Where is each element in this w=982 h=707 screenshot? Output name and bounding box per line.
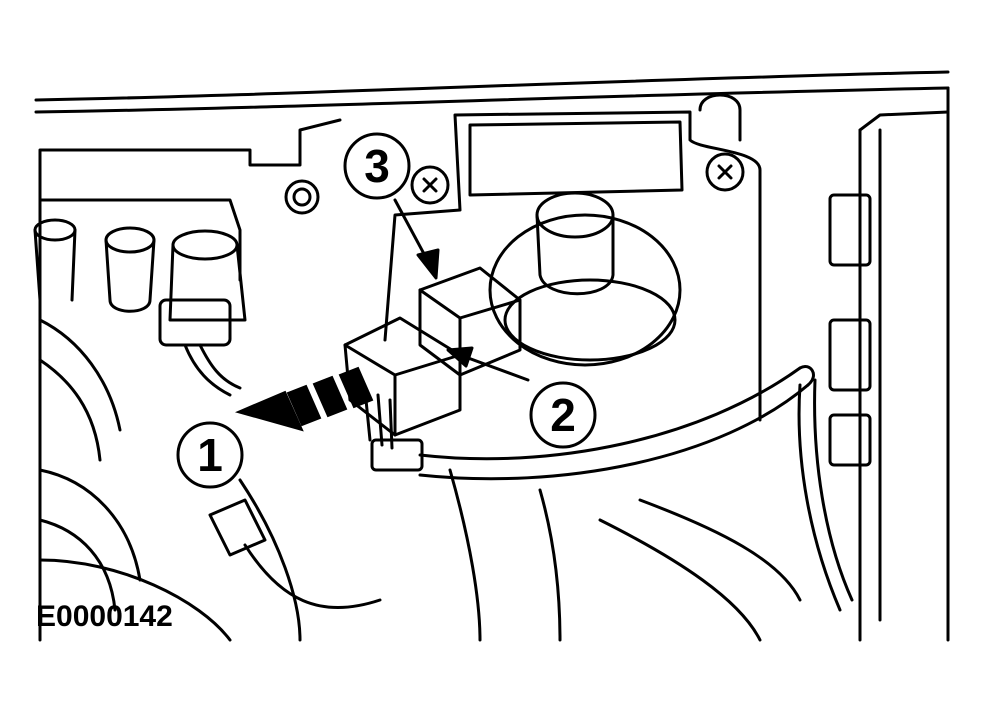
cover-top-edge-inner xyxy=(34,86,950,114)
left-cylinder-body xyxy=(104,238,156,313)
left-cylinder-top xyxy=(104,226,156,254)
left-hose-1 xyxy=(38,318,122,462)
bracket-post xyxy=(698,93,742,142)
far-left-cylinder-body xyxy=(33,228,77,302)
filler-cap-base xyxy=(488,213,682,367)
bolt-right-cross xyxy=(717,164,733,180)
bolt-center-cross xyxy=(422,177,438,193)
lower-body-left xyxy=(238,478,302,642)
hinge-1 xyxy=(828,193,872,267)
left-sensor-wires xyxy=(183,343,242,397)
filler-cap-ring xyxy=(503,278,677,362)
lower-body-right xyxy=(598,498,802,642)
bolt-center xyxy=(410,165,450,205)
callout-3: 3 xyxy=(343,132,411,200)
connector-clip xyxy=(370,438,424,472)
lower-body-mid xyxy=(448,468,562,642)
callout-1: 1 xyxy=(176,421,244,489)
figure-code: E0000142 xyxy=(36,600,173,633)
bolt-right xyxy=(705,152,745,192)
lower-sleeve xyxy=(208,498,267,557)
hinge-2 xyxy=(828,318,872,392)
filler-cap-stem xyxy=(535,213,615,296)
hinge-3 xyxy=(828,413,872,467)
central-bracket xyxy=(383,110,762,422)
bracket-window xyxy=(468,120,684,197)
callout-2: 2 xyxy=(529,381,597,449)
left-sensor-top xyxy=(171,229,239,261)
cover-top-edge xyxy=(34,70,950,102)
left-sensor-body xyxy=(168,243,247,322)
connector-lower-face xyxy=(343,343,462,437)
callout-2-label: 2 xyxy=(550,389,576,441)
connector-upper xyxy=(418,266,522,377)
right-bracket xyxy=(858,110,950,642)
arrow-2-head xyxy=(446,346,474,368)
callout-1-label: 1 xyxy=(197,429,223,481)
left-bottom-pipe xyxy=(38,558,232,642)
bolt-left xyxy=(284,179,320,215)
left-hose-2 xyxy=(38,468,142,612)
wiring-harness xyxy=(418,366,810,481)
arrow-2-leader xyxy=(458,353,530,382)
lower-cable xyxy=(243,543,382,609)
harness-end xyxy=(798,365,815,387)
bolt-left-inner xyxy=(292,187,312,207)
harness-drop xyxy=(797,378,854,612)
left-sensor-plug xyxy=(158,298,232,347)
removal-direction-arrow xyxy=(234,366,374,432)
callout-3-label: 3 xyxy=(364,140,390,192)
left-module xyxy=(38,118,342,642)
arrow-3-head xyxy=(416,248,440,280)
left-module-inner xyxy=(38,198,242,282)
